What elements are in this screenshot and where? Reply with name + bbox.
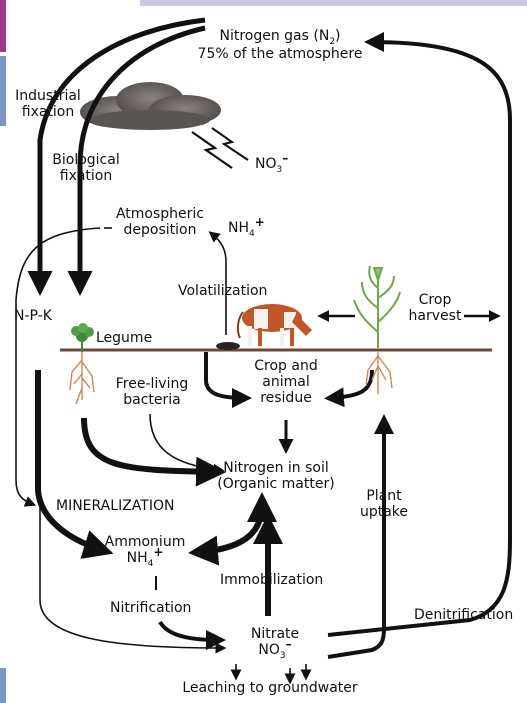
legume-roots-icon xyxy=(70,352,94,404)
legume-to-soil-arrow xyxy=(84,418,214,472)
mineralization-label: MINERALIZATION xyxy=(56,498,174,514)
plant-uptake-arrow xyxy=(328,422,384,657)
denitrification-arrow xyxy=(328,42,510,635)
nitrate-label: Nitrate NO3– xyxy=(240,626,310,660)
nitrification-arrow xyxy=(160,622,218,640)
cow-icon xyxy=(238,304,312,346)
no3-atmospheric-label: NO3– xyxy=(255,156,288,174)
npk-mineralization-arrow xyxy=(38,370,102,550)
cow-to-residue-arrow xyxy=(206,352,244,398)
denitrification-label: Denitrification xyxy=(414,607,513,623)
npk-label: N-P-K xyxy=(14,308,52,324)
ammonium-soil-exchange-arrow xyxy=(200,504,262,552)
ammonium-label: Ammonium NH4+ xyxy=(100,534,190,568)
corn-plant-icon xyxy=(354,266,400,348)
atmospheric-deposition-arrow xyxy=(16,228,100,504)
immobilization-label: Immobilization xyxy=(220,572,323,588)
nh4-atmospheric-label: NH4+ xyxy=(228,220,265,238)
nitrification-label: Nitrification xyxy=(110,600,191,616)
nitrogen-gas-label: Nitrogen gas (N2) 75% of the atmosphere xyxy=(180,28,380,62)
lightning-bolt-icon-2 xyxy=(212,128,248,160)
leaching-label: Leaching to groundwater xyxy=(160,680,380,696)
legume-icon xyxy=(71,323,94,352)
manure-icon xyxy=(216,342,240,350)
volatilization-label: Volatilization xyxy=(178,283,267,299)
nitrogen-in-soil-label: Nitrogen in soil(Organic matter) xyxy=(196,460,356,492)
legume-label: Legume xyxy=(96,330,152,346)
